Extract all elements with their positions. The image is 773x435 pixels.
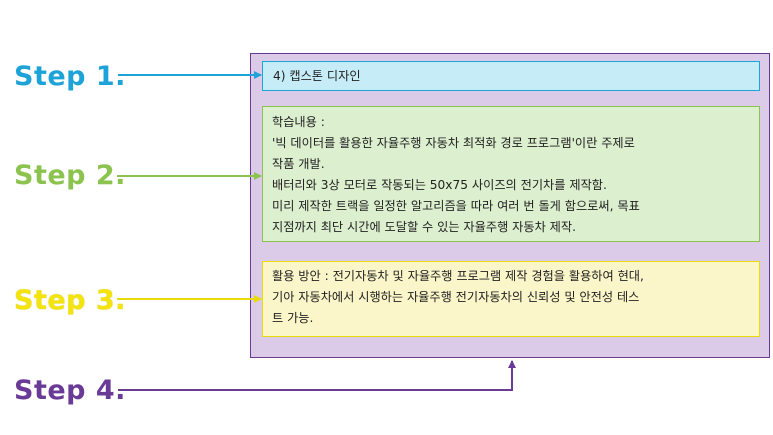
step-2-label: Step 2.: [14, 160, 126, 191]
application-line-3: 트 가능.: [272, 311, 314, 325]
content-line-3: 배터리와 3상 모터로 작동되는 50x75 사이즈의 전기차를 제작함.: [272, 178, 607, 192]
step-4-label: Step 4.: [14, 375, 126, 406]
step-1-label: Step 1.: [14, 61, 126, 92]
application-line-2: 기아 자동차에서 시행하는 자율주행 전기자동차의 신뢰성 및 안전성 테스: [272, 290, 640, 304]
application-box: 활용 방안 : 전기자동차 및 자율주행 프로그램 제작 경험을 활용하여 현대…: [262, 261, 760, 337]
title-text: 4) 캡스톤 디자인: [273, 69, 361, 83]
application-line-1: 활용 방안 : 전기자동차 및 자율주행 프로그램 제작 경험을 활용하여 현대…: [272, 269, 644, 283]
content-line-1: '빅 데이터를 활용한 자율주행 자동차 최적화 경로 프로그램'이란 주제로: [272, 136, 635, 150]
step-4-arrow: [118, 360, 516, 391]
content-line-2: 작품 개발.: [272, 157, 325, 171]
step-3-label: Step 3.: [14, 285, 126, 316]
content-line-4: 미리 제작한 트랙을 일정한 알고리즘을 따라 여러 번 돌게 함으로써, 목표: [272, 199, 640, 213]
title-box: 4) 캡스톤 디자인: [262, 61, 760, 91]
content-heading: 학습내용 :: [272, 115, 325, 129]
content-box: 학습내용 : '빅 데이터를 활용한 자율주행 자동차 최적화 경로 프로그램'…: [262, 106, 760, 242]
content-line-5: 지점까지 최단 시간에 도달할 수 있는 자율주행 자동차 제작.: [272, 220, 576, 234]
